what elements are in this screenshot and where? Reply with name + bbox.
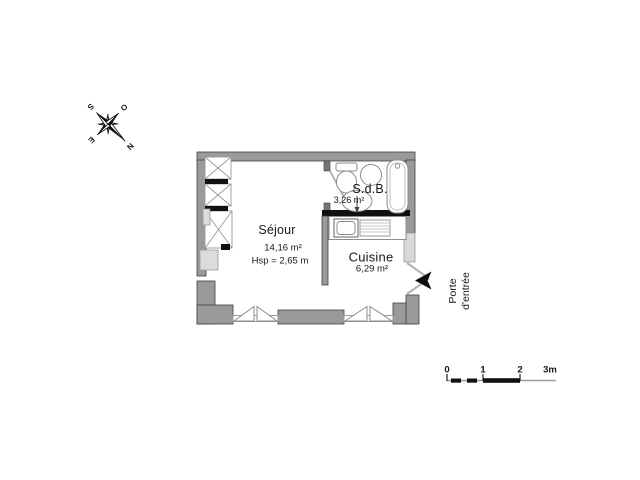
right-wall-recess [403, 232, 416, 263]
scale-tick-1: 1 [480, 364, 486, 376]
sdb-kitchen-wall [322, 210, 410, 216]
window-left [232, 305, 279, 322]
room-label-sdb: S.d.B. [352, 182, 388, 196]
window-right [343, 305, 394, 322]
entrance-label: Porte d'entrée [447, 272, 473, 310]
room-area-cuisine: 6,29 m² [355, 263, 389, 275]
compass-south-label: S [85, 102, 96, 113]
scale-tick-3: 3m [543, 364, 557, 376]
wall-recesses-left [199, 208, 219, 271]
room-area-sejour: 14,16 m² [264, 242, 302, 254]
scale-tick-2: 2 [517, 364, 523, 376]
interior-wall-vertical [321, 215, 329, 286]
room-label-cuisine: Cuisine [348, 249, 394, 265]
room-label-sejour: Séjour [258, 223, 296, 237]
closet-shelves [205, 179, 230, 250]
ceiling-height-sejour: Hsp = 2,65 m [251, 255, 309, 267]
entrance-label-line1: Porte [446, 278, 459, 304]
scale-bar [446, 374, 556, 383]
entrance-arrow-icon [415, 271, 432, 290]
kitchen-drainer [359, 219, 391, 237]
bathtub [386, 159, 409, 214]
compass-north-label: N [125, 141, 136, 152]
washbasin-round [360, 164, 382, 186]
wall-basin [341, 190, 373, 213]
entrance-label-line2: d'entrée [460, 272, 472, 310]
closet-left [204, 156, 233, 249]
scale-tick-0: 0 [444, 364, 450, 376]
room-area-sdb: 3,26 m² [333, 195, 365, 205]
compass-east-label: E [86, 135, 97, 146]
compass-rose-icon: N S E O [85, 102, 136, 152]
kitchen-counter [328, 216, 407, 240]
compass-west-label: O [119, 102, 130, 113]
